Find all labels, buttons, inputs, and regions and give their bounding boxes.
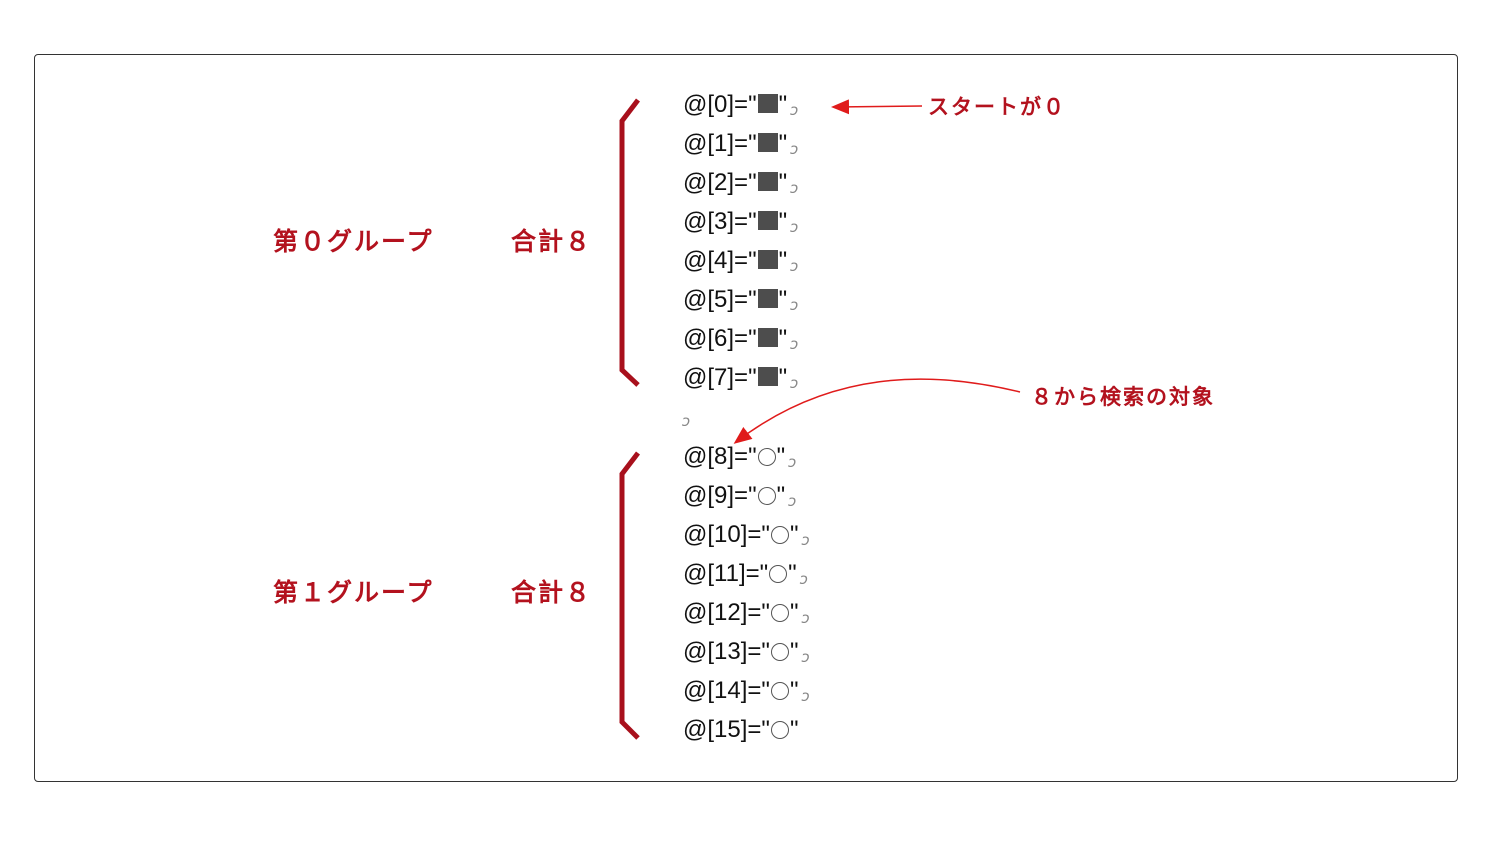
code-line-prefix: @[8]=" xyxy=(683,443,757,470)
code-line-prefix: @[0]=" xyxy=(683,91,757,118)
code-line: @[7]=" "ↄ xyxy=(683,363,798,393)
circle-glyph xyxy=(757,487,776,505)
filled-square-glyph xyxy=(757,289,778,308)
circle-glyph xyxy=(770,526,789,544)
code-line-suffix: " xyxy=(788,560,797,587)
code-line-suffix: " xyxy=(778,91,788,118)
code-line-prefix: @[9]=" xyxy=(683,482,757,509)
return-mark-icon: ↄ xyxy=(799,570,808,588)
start-arrow xyxy=(831,99,923,115)
return-mark-icon: ↄ xyxy=(790,335,799,353)
code-line-prefix: @[3]=" xyxy=(683,208,757,235)
code-line-prefix: @[11]=" xyxy=(683,560,769,587)
group-1-brace xyxy=(619,451,640,740)
code-line: @[10]=" "ↄ xyxy=(683,520,810,550)
code-line-suffix: " xyxy=(789,599,799,626)
group-0-brace xyxy=(619,98,640,387)
code-line: @[6]=" "ↄ xyxy=(683,324,798,354)
code-line: @[14]=" "ↄ xyxy=(683,676,810,706)
code-line: @[0]=" "ↄ xyxy=(683,90,798,120)
group-0-label: 第０グループ xyxy=(273,227,434,256)
return-mark-icon: ↄ xyxy=(801,609,810,627)
group-1-total: 合計８ xyxy=(511,578,593,607)
circle-glyph xyxy=(770,643,789,661)
code-line-suffix: " xyxy=(778,286,788,313)
code-line-suffix: " xyxy=(778,130,788,157)
code-line-suffix: " xyxy=(789,638,799,665)
search-note: ８から検索の対象 xyxy=(1031,384,1215,409)
code-line-prefix: @[10]=" xyxy=(683,521,770,548)
return-mark-icon: ↄ xyxy=(790,140,799,158)
code-line: @[9]=" "ↄ xyxy=(683,481,796,511)
return-mark-icon: ↄ xyxy=(790,257,799,275)
circle-glyph xyxy=(770,604,789,622)
code-line-prefix: @[15]=" xyxy=(683,716,770,743)
circle-glyph xyxy=(770,721,789,739)
filled-square-glyph xyxy=(757,328,778,347)
code-line-prefix: @[13]=" xyxy=(683,638,770,665)
circle-glyph xyxy=(769,565,788,583)
code-line-suffix: " xyxy=(778,325,788,352)
filled-square-glyph xyxy=(757,94,778,113)
code-line: @[13]=" "ↄ xyxy=(683,637,810,667)
code-line-suffix: " xyxy=(789,521,799,548)
filled-square-glyph xyxy=(757,211,778,230)
code-line-prefix: @[1]=" xyxy=(683,130,757,157)
code-line-suffix: " xyxy=(789,677,799,704)
group-0-total: 合計８ xyxy=(511,227,593,256)
code-line: @[11]=" "ↄ xyxy=(683,559,808,589)
code-line: @[5]=" "ↄ xyxy=(683,285,798,315)
circle-glyph xyxy=(757,448,776,466)
return-mark-icon: ↄ xyxy=(801,531,810,549)
code-line: @[12]=" "ↄ xyxy=(683,598,810,628)
return-mark-icon: ↄ xyxy=(790,296,799,314)
return-mark-icon: ↄ xyxy=(788,453,797,471)
return-mark-icon: ↄ xyxy=(790,179,799,197)
code-line-suffix: " xyxy=(789,716,799,743)
return-mark-icon: ↄ xyxy=(801,687,810,705)
code-line: @[4]=" "ↄ xyxy=(683,246,798,276)
filled-square-glyph xyxy=(757,172,778,191)
code-line-prefix: @[7]=" xyxy=(683,364,757,391)
circle-glyph xyxy=(770,682,789,700)
diagram-frame xyxy=(34,54,1458,782)
code-line: @[1]=" "ↄ xyxy=(683,129,798,159)
code-line-suffix: " xyxy=(778,208,788,235)
code-line-suffix: " xyxy=(778,247,788,274)
code-line-prefix: @[14]=" xyxy=(683,677,770,704)
return-mark-icon: ↄ xyxy=(790,374,799,392)
code-line: @[15]=" " xyxy=(683,715,798,745)
code-line-prefix: @[12]=" xyxy=(683,599,770,626)
return-mark-icon: ↄ xyxy=(801,648,810,666)
filled-square-glyph xyxy=(757,367,778,386)
code-line-prefix: @[6]=" xyxy=(683,325,757,352)
code-line-suffix: " xyxy=(778,364,788,391)
return-mark-icon: ↄ xyxy=(788,492,797,510)
return-mark-icon: ↄ xyxy=(790,101,799,119)
code-line-prefix: @[5]=" xyxy=(683,286,757,313)
code-line: @[3]=" "ↄ xyxy=(683,207,798,237)
code-line-suffix: " xyxy=(776,482,786,509)
code-line-prefix: @[2]=" xyxy=(683,169,757,196)
code-line: @[8]=" "ↄ xyxy=(683,442,796,472)
filled-square-glyph xyxy=(757,133,778,152)
start-note: スタートが０ xyxy=(928,94,1066,119)
code-line-suffix: " xyxy=(778,169,788,196)
code-line-suffix: " xyxy=(776,443,786,470)
search-arrow xyxy=(733,378,1021,444)
code-line: @[2]=" "ↄ xyxy=(683,168,798,198)
blank-line-return-mark: ↄ xyxy=(682,412,691,430)
return-mark-icon: ↄ xyxy=(790,218,799,236)
filled-square-glyph xyxy=(757,250,778,269)
group-1-label: 第１グループ xyxy=(273,578,434,607)
code-line-prefix: @[4]=" xyxy=(683,247,757,274)
